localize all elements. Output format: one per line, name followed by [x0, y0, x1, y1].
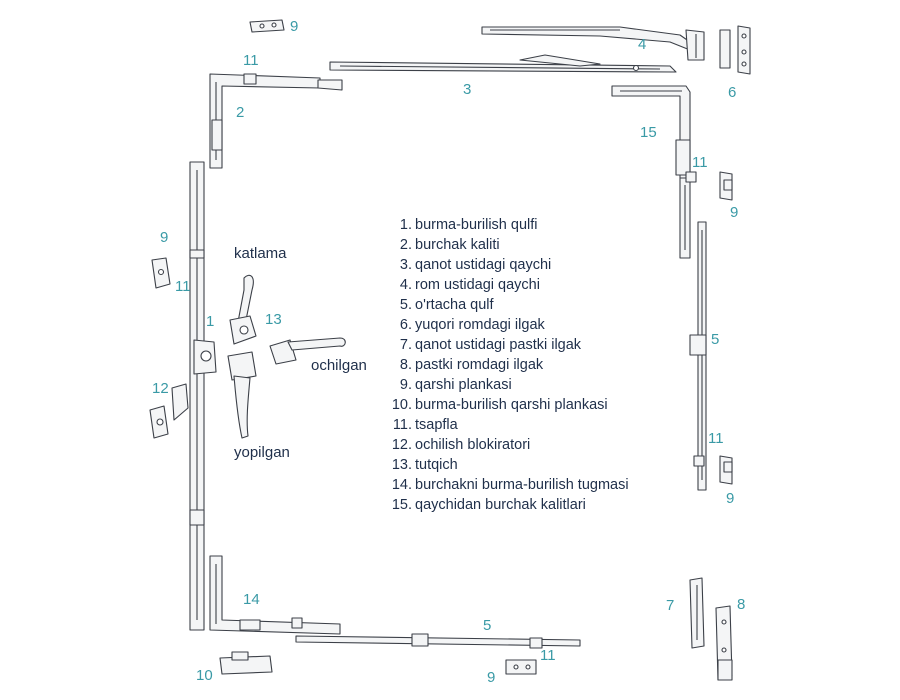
- callout-1: 1: [206, 313, 215, 330]
- callout-2: 2: [236, 104, 245, 121]
- callout-9-right-lower: 9: [726, 490, 735, 507]
- callout-9-left: 9: [160, 229, 169, 246]
- corner-drive-top-left: [209, 73, 343, 169]
- callout-11-bottom: 11: [540, 647, 556, 664]
- strike-plate-right-lower: [719, 455, 733, 485]
- legend-item: 12.ochilish blokiratori: [391, 437, 531, 453]
- handle-open: [269, 337, 346, 365]
- middle-lock-right: [689, 221, 707, 491]
- handle-state-closed: yopilgan: [234, 444, 290, 461]
- legend-item: 1.burma-burilish qulfi: [399, 217, 538, 233]
- callout-12: 12: [152, 380, 169, 397]
- callout-11-right-upper: 11: [692, 154, 708, 171]
- callout-5-bottom: 5: [483, 617, 492, 634]
- legend-item: 10.burma-burilish qarshi plankasi: [391, 397, 608, 413]
- callout-9-top: 9: [290, 18, 299, 35]
- callout-4: 4: [638, 36, 647, 53]
- legend-item: 4.rom ustidagi qaychi: [399, 277, 540, 293]
- legend-item: 9.qarshi plankasi: [399, 377, 512, 393]
- corner-drive-top-right: [611, 85, 691, 179]
- legend-item: 14.burchakni burma-burilish tugmasi: [391, 477, 629, 493]
- frame-stay: [481, 26, 705, 61]
- legend-item: 13.tutqich: [391, 457, 458, 473]
- strike-plate-bottom: [505, 659, 537, 675]
- handle-closed: [227, 351, 257, 439]
- callout-9-bottom: 9: [487, 669, 496, 686]
- callout-10: 10: [196, 667, 213, 684]
- sash-bar-right-upper: [679, 171, 697, 259]
- corner-drive-bottom-left: [209, 555, 341, 635]
- callout-7: 7: [666, 597, 675, 614]
- legend-item: 8.pastki romdagi ilgak: [399, 357, 544, 373]
- legend-item: 15.qaychidan burchak kalitlari: [391, 497, 586, 513]
- callout-6: 6: [728, 84, 737, 101]
- tilt-turn-gear-bar: [189, 161, 217, 631]
- callout-9-right-upper: 9: [730, 204, 739, 221]
- handle-state-folding: katlama: [234, 245, 287, 262]
- legend-item: 6.yuqori romdagi ilgak: [399, 317, 545, 333]
- callout-14: 14: [243, 591, 260, 608]
- callout-13: 13: [265, 311, 282, 328]
- callout-8: 8: [737, 596, 746, 613]
- middle-lock-bottom: [295, 633, 581, 649]
- callout-11-right-lower: 11: [708, 430, 724, 447]
- legend-item: 7.qanot ustidagi pastki ilgak: [399, 337, 582, 353]
- top-frame-hinge: [719, 25, 751, 75]
- opening-blocker: [149, 383, 189, 439]
- callout-11-top: 11: [243, 52, 259, 69]
- bottom-frame-hinge: [715, 605, 733, 681]
- sash-bottom-hinge: [689, 577, 705, 649]
- handle-folding: [229, 274, 257, 345]
- callout-15: 15: [640, 124, 657, 141]
- strike-plate-top: [249, 19, 285, 33]
- handle-state-open: ochilgan: [311, 357, 367, 374]
- legend-item: 11.tsapfla: [392, 417, 458, 433]
- legend-item: 3.qanot ustidagi qaychi: [399, 257, 552, 273]
- callout-3: 3: [463, 81, 472, 98]
- callout-11-left: 11: [175, 278, 191, 295]
- strike-plate-right-upper: [719, 171, 733, 201]
- callout-5-right: 5: [711, 331, 720, 348]
- sash-stay: [329, 54, 677, 73]
- strike-plate-left: [151, 257, 171, 289]
- legend-item: 5.o'rtacha qulf: [399, 297, 494, 313]
- legend-item: 2.burchak kaliti: [399, 237, 500, 253]
- tilt-turn-strike-plate: [219, 651, 273, 675]
- parts-legend: 1.burma-burilish qulfi 2.burchak kaliti …: [384, 215, 629, 515]
